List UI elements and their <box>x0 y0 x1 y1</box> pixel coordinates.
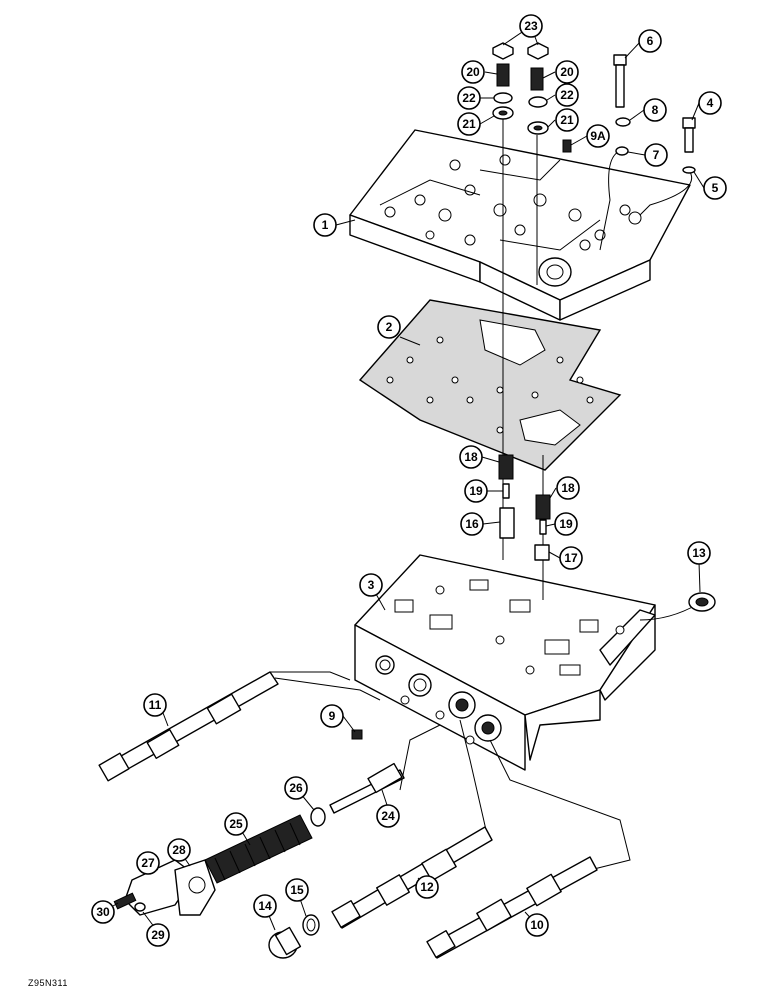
spool-11 <box>98 671 279 782</box>
svg-text:10: 10 <box>530 918 544 932</box>
callout-18-right: 18 <box>556 476 580 500</box>
callout-18-left: 18 <box>459 445 483 469</box>
spool-10 <box>426 856 598 959</box>
callout-12: 12 <box>415 875 439 899</box>
callout-17: 17 <box>559 546 583 570</box>
svg-text:4: 4 <box>707 96 714 110</box>
svg-text:20: 20 <box>560 65 574 79</box>
svg-text:22: 22 <box>560 88 574 102</box>
plug-14 <box>268 926 302 959</box>
svg-text:11: 11 <box>149 698 162 712</box>
valve-body <box>354 554 656 771</box>
callout-10: 10 <box>525 913 549 937</box>
callout-28: 28 <box>167 838 191 862</box>
svg-text:18: 18 <box>561 481 575 495</box>
callout-15: 15 <box>285 878 309 902</box>
callout-6: 6 <box>638 29 662 53</box>
spool-12 <box>331 826 493 929</box>
callout-4: 4 <box>698 91 722 115</box>
alignment-lines <box>270 115 699 871</box>
callout-7: 7 <box>644 143 668 167</box>
svg-text:18: 18 <box>464 450 478 464</box>
svg-text:14: 14 <box>258 899 272 913</box>
callout-22-left: 22 <box>457 86 481 110</box>
valve-body-ports <box>375 655 502 745</box>
svg-text:19: 19 <box>469 484 483 498</box>
svg-text:6: 6 <box>647 34 654 48</box>
svg-text:27: 27 <box>141 856 155 870</box>
spool-24 <box>329 762 405 814</box>
callout-8: 8 <box>643 98 667 122</box>
callout-29: 29 <box>146 923 170 947</box>
figure-id: Z95N311 <box>28 978 68 988</box>
spring-25 <box>204 814 313 884</box>
svg-text:24: 24 <box>381 809 395 823</box>
callout-2: 2 <box>377 315 401 339</box>
svg-text:19: 19 <box>559 517 573 531</box>
callout-20-right: 20 <box>555 60 579 84</box>
cover-plate <box>349 129 691 321</box>
callout-25: 25 <box>224 812 248 836</box>
svg-text:5: 5 <box>712 181 719 195</box>
svg-text:9: 9 <box>329 709 336 723</box>
callout-9: 9 <box>320 704 344 728</box>
svg-text:9A: 9A <box>590 129 606 143</box>
svg-text:8: 8 <box>652 103 659 117</box>
svg-text:30: 30 <box>96 905 110 919</box>
svg-text:21: 21 <box>462 117 476 131</box>
valve-body-top-channels <box>394 579 625 676</box>
svg-text:26: 26 <box>289 781 303 795</box>
callout-11: 11 <box>143 693 167 717</box>
top-fasteners <box>492 42 696 174</box>
svg-text:29: 29 <box>151 928 165 942</box>
callout-5: 5 <box>703 176 727 200</box>
svg-text:22: 22 <box>462 91 476 105</box>
callout-22-right: 22 <box>555 83 579 107</box>
svg-text:7: 7 <box>653 148 660 162</box>
callout-21-right: 21 <box>555 108 579 132</box>
svg-text:21: 21 <box>560 113 574 127</box>
callout-26: 26 <box>284 776 308 800</box>
callout-14: 14 <box>253 894 277 918</box>
middle-parts <box>351 454 716 740</box>
callout-19-left: 19 <box>464 479 488 503</box>
svg-text:23: 23 <box>524 19 538 33</box>
svg-text:3: 3 <box>368 578 375 592</box>
callout-16: 16 <box>460 512 484 536</box>
callout-23: 23 <box>519 14 543 38</box>
svg-text:1: 1 <box>322 218 329 232</box>
svg-text:2: 2 <box>386 320 393 334</box>
callout-3: 3 <box>359 573 383 597</box>
gasket <box>358 299 622 471</box>
svg-text:15: 15 <box>290 883 304 897</box>
callout-1: 1 <box>313 213 337 237</box>
svg-text:25: 25 <box>229 817 243 831</box>
callout-27: 27 <box>136 851 160 875</box>
callout-24: 24 <box>376 804 400 828</box>
lower-parts <box>98 671 598 959</box>
callout-20-left: 20 <box>461 60 485 84</box>
callout-21-left: 21 <box>457 112 481 136</box>
svg-text:12: 12 <box>420 880 434 894</box>
svg-text:20: 20 <box>466 65 480 79</box>
callout-30: 30 <box>91 900 115 924</box>
callout-9a: 9A <box>586 124 610 148</box>
svg-text:16: 16 <box>465 517 479 531</box>
callout-13: 13 <box>687 541 711 565</box>
callout-19-right: 19 <box>554 512 578 536</box>
svg-text:13: 13 <box>692 546 706 560</box>
svg-text:17: 17 <box>564 551 578 565</box>
svg-text:28: 28 <box>172 843 186 857</box>
